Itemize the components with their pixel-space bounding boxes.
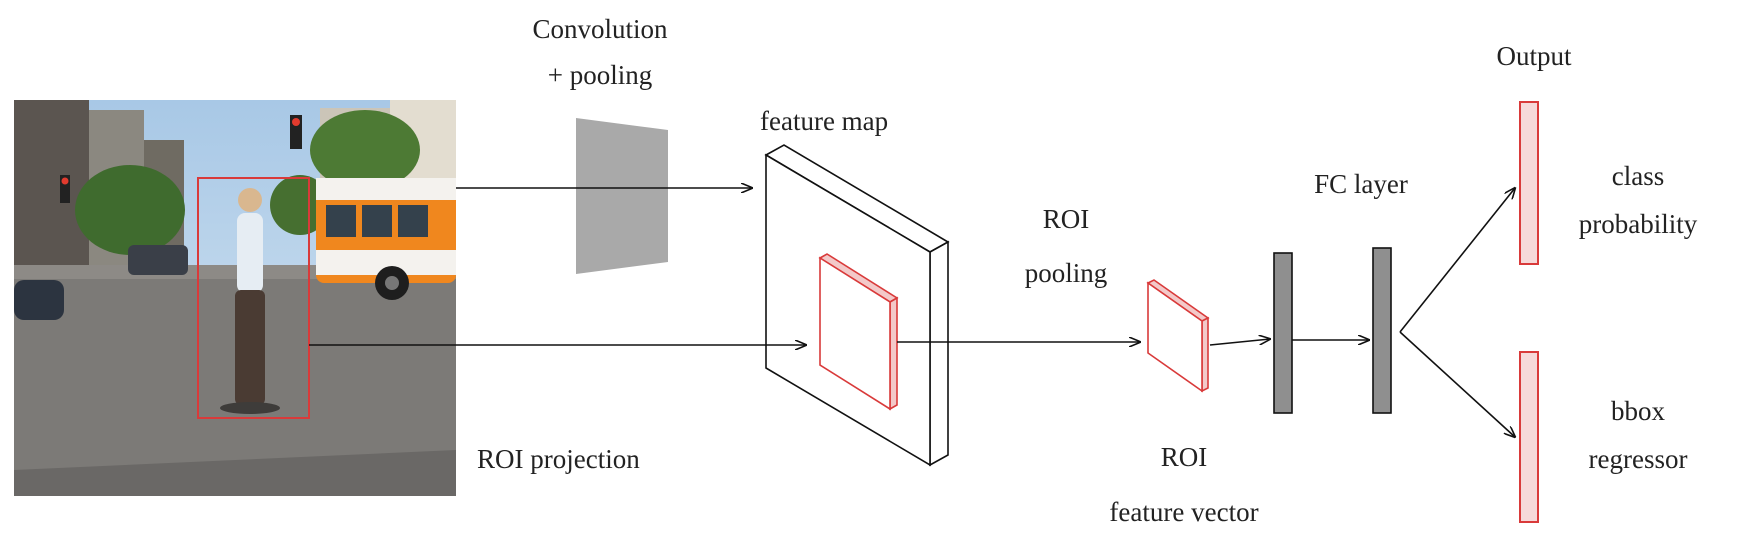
- label-output: Output: [1496, 41, 1572, 71]
- roi-pooled-feature: [1146, 279, 1210, 393]
- arrow-fc2-to-bbox: [1399, 331, 1515, 437]
- label-fc-layer: FC layer: [1314, 169, 1408, 199]
- feature-map-roi-region: [819, 256, 891, 411]
- label-roi-feature-vector-roi: ROI: [1161, 442, 1208, 472]
- label-regressor: regressor: [1589, 444, 1688, 474]
- fc-layer-bar-1: [1273, 252, 1293, 414]
- label-roi-projection: ROI projection: [477, 444, 640, 474]
- feature-map-slab: [764, 144, 950, 467]
- label-convolution: Convolution: [532, 14, 668, 44]
- arrows: [309, 188, 1515, 437]
- label-roi-pooling: pooling: [1025, 258, 1108, 288]
- label-pooling: + pooling: [548, 60, 652, 90]
- output-class-probability-bar: [1519, 101, 1539, 265]
- fc-layer-bar-2: [1372, 247, 1392, 414]
- label-probability: probability: [1579, 209, 1698, 239]
- image-roi-box: [197, 177, 310, 419]
- label-feature-map: feature map: [760, 106, 888, 136]
- conv-pooling-block: [576, 118, 668, 274]
- arrow-fc2-to-class: [1399, 188, 1515, 333]
- label-class: class: [1612, 161, 1664, 191]
- output-bbox-regressor-bar: [1519, 351, 1539, 523]
- label-roi-pooling-roi: ROI: [1043, 204, 1090, 234]
- label-roi-feature-vector: feature vector: [1109, 497, 1258, 527]
- input-street-photo: [14, 100, 456, 496]
- arrow-roi-to-fc1: [1209, 339, 1270, 346]
- label-bbox: bbox: [1611, 396, 1666, 426]
